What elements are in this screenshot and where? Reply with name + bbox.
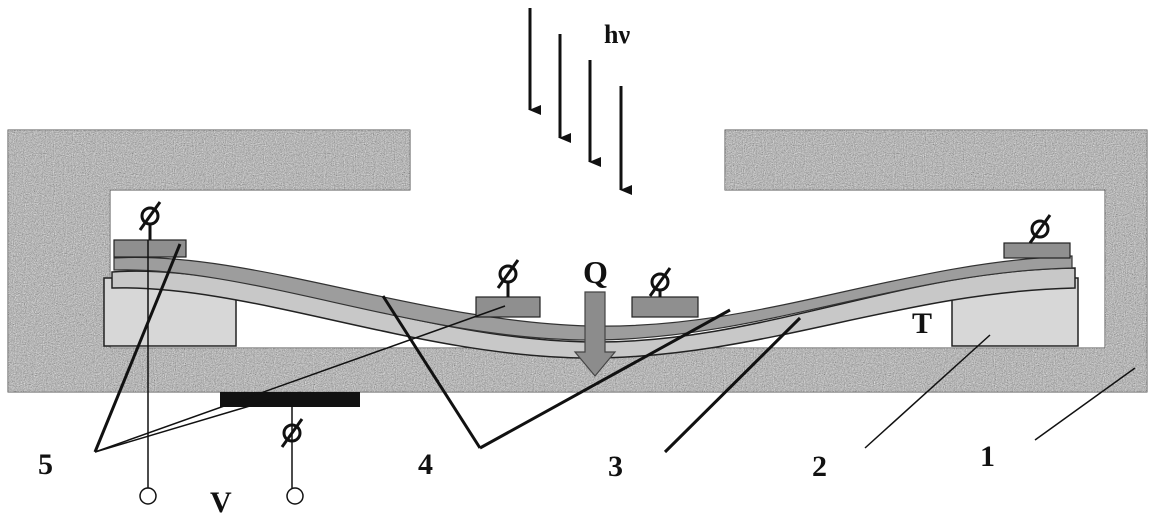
electrode-right [1004, 243, 1070, 258]
label-temperature: T [912, 307, 932, 340]
label-3: 3 [608, 450, 623, 483]
label-light: hν [604, 20, 630, 49]
electrode-center-right [632, 297, 698, 317]
label-voltage: V [210, 486, 232, 519]
label-1: 1 [980, 440, 995, 473]
label-2: 2 [812, 450, 827, 483]
electrode-center-left [476, 297, 540, 317]
label-4: 4 [418, 448, 433, 481]
label-heat: Q [583, 254, 608, 290]
label-5: 5 [38, 448, 53, 481]
